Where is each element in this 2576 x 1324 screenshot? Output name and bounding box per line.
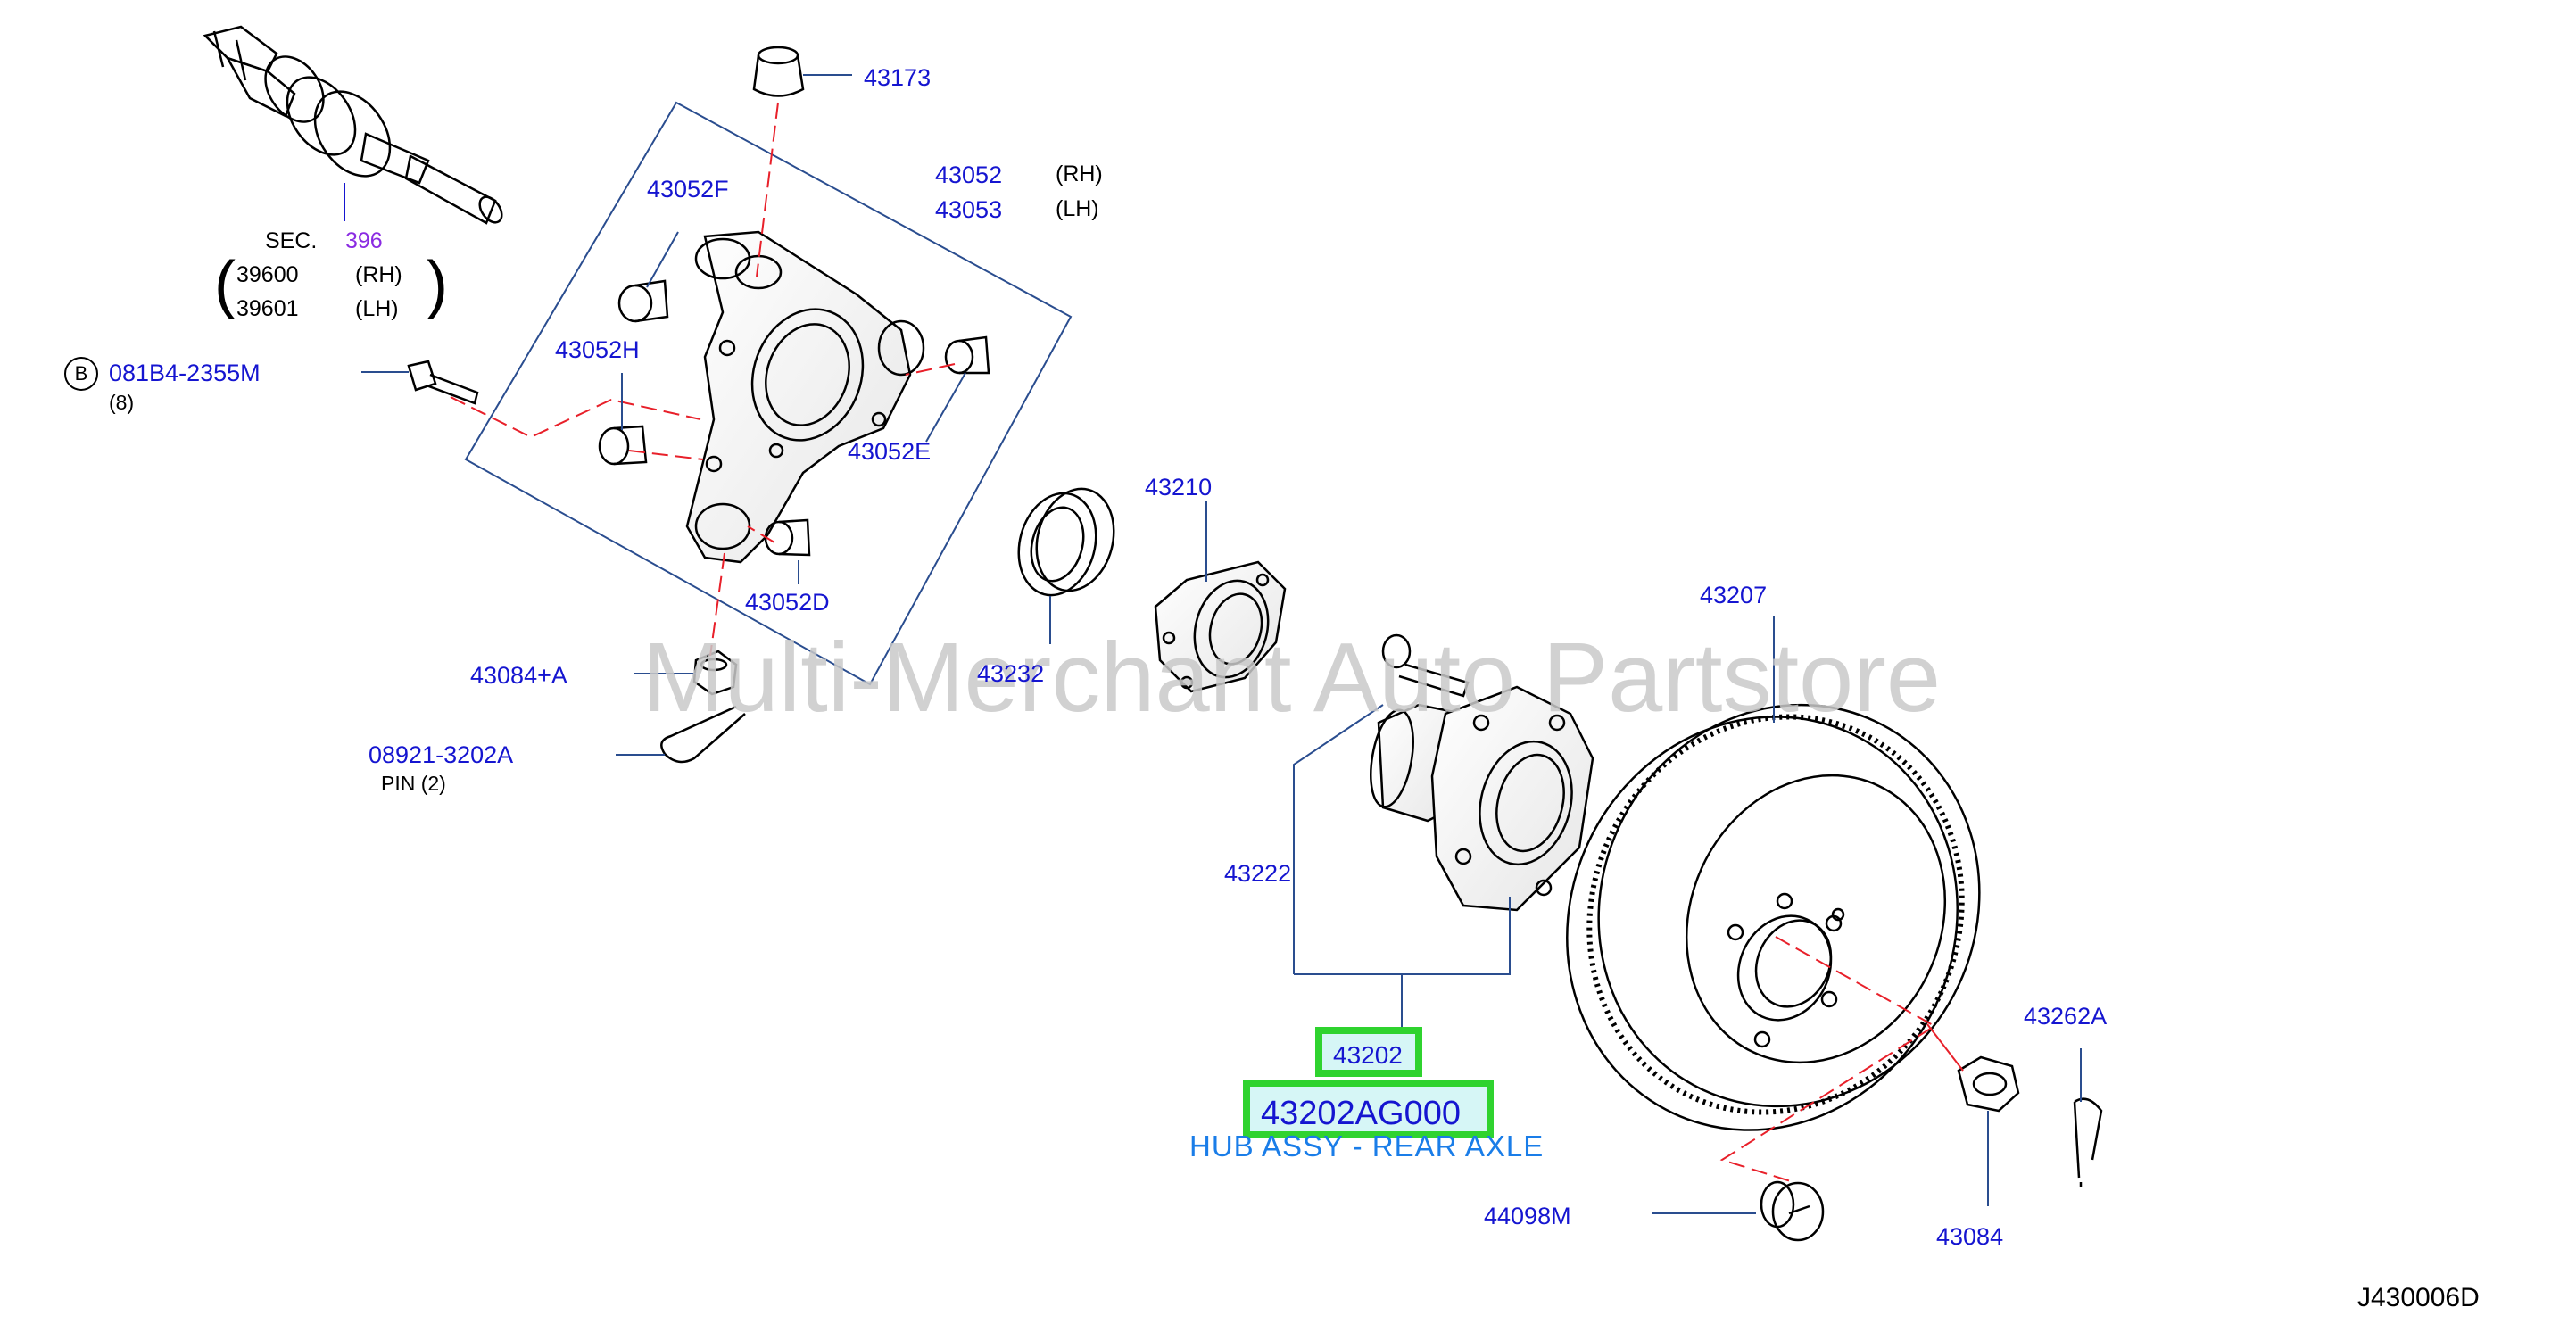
bushing-43052D — [764, 518, 811, 557]
hub-stud — [1381, 633, 1470, 698]
paren-left: ( — [214, 249, 236, 320]
bolt-qty: (8) — [109, 391, 135, 414]
sec-lh-part: 39601 — [236, 296, 299, 321]
highlight-box-part-number[interactable]: 43202AG000 — [1243, 1080, 1494, 1138]
bushing-43052F — [617, 279, 669, 323]
label-43053[interactable]: 43053 — [935, 196, 1003, 223]
sec-lh: (LH) — [355, 296, 399, 321]
diagram-code: J430006D — [2357, 1283, 2480, 1312]
drive-shaft-illustration — [203, 25, 503, 225]
label-43173[interactable]: 43173 — [864, 64, 932, 91]
highlight-description: HUB ASSY - REAR AXLE — [1189, 1130, 1545, 1163]
cotter-pin-43262A — [2073, 1097, 2103, 1187]
sec-rh-part: 39600 — [236, 262, 299, 287]
label-43052D[interactable]: 43052D — [745, 589, 830, 616]
sec-number-link[interactable]: 396 — [345, 228, 383, 253]
label-43262A[interactable]: 43262A — [2024, 1003, 2108, 1030]
label-43052E[interactable]: 43052E — [848, 438, 932, 465]
label-43052[interactable]: 43052 — [935, 161, 1003, 188]
hub-assy-43202 — [1370, 685, 1594, 912]
bushing-43173 — [752, 46, 805, 97]
knuckle-lh: (LH) — [1056, 196, 1099, 221]
highlight-part-number[interactable]: 43202AG000 — [1261, 1095, 1461, 1132]
label-44098M[interactable]: 44098M — [1484, 1203, 1571, 1229]
nut-43084A — [692, 650, 738, 696]
label-43207[interactable]: 43207 — [1700, 582, 1768, 608]
bolt-circle-marker: B — [64, 357, 98, 391]
bolt-081B4 — [407, 360, 479, 405]
label-43210[interactable]: 43210 — [1145, 474, 1213, 501]
label-43052H[interactable]: 43052H — [555, 336, 640, 363]
sec-rh: (RH) — [355, 262, 402, 287]
label-43232[interactable]: 43232 — [977, 660, 1045, 687]
brake-rotor-43207 — [1566, 703, 1981, 1131]
bushing-43052E — [944, 335, 990, 375]
seal-43232 — [1017, 487, 1115, 597]
bushing-43052H — [598, 425, 648, 466]
bearing-43210 — [1154, 560, 1287, 693]
watermark: Multi-Merchant Auto Partstore — [642, 623, 1942, 732]
nut-43084 — [1957, 1055, 2020, 1113]
label-43084[interactable]: 43084 — [1936, 1223, 2004, 1250]
label-43202[interactable]: 43202 — [1333, 1041, 1403, 1069]
label-081B4-2355M[interactable]: 081B4-2355M — [109, 360, 261, 386]
plug-44098M — [1760, 1180, 1825, 1242]
cotter-pin-08921 — [660, 705, 746, 764]
label-43222[interactable]: 43222 — [1224, 860, 1292, 887]
sec-prefix: SEC. — [265, 228, 318, 253]
knuckle-group-outline — [464, 101, 1073, 686]
pin-desc: PIN (2) — [381, 772, 446, 795]
highlight-box-43202[interactable]: 43202 — [1315, 1027, 1422, 1077]
paren-right: ) — [427, 249, 448, 320]
label-43084-A[interactable]: 43084+A — [470, 662, 567, 689]
knuckle-illustration — [685, 230, 925, 564]
label-08921-3202A[interactable]: 08921-3202A — [369, 741, 514, 768]
knuckle-rh: (RH) — [1056, 161, 1103, 186]
label-43052F[interactable]: 43052F — [647, 176, 729, 203]
